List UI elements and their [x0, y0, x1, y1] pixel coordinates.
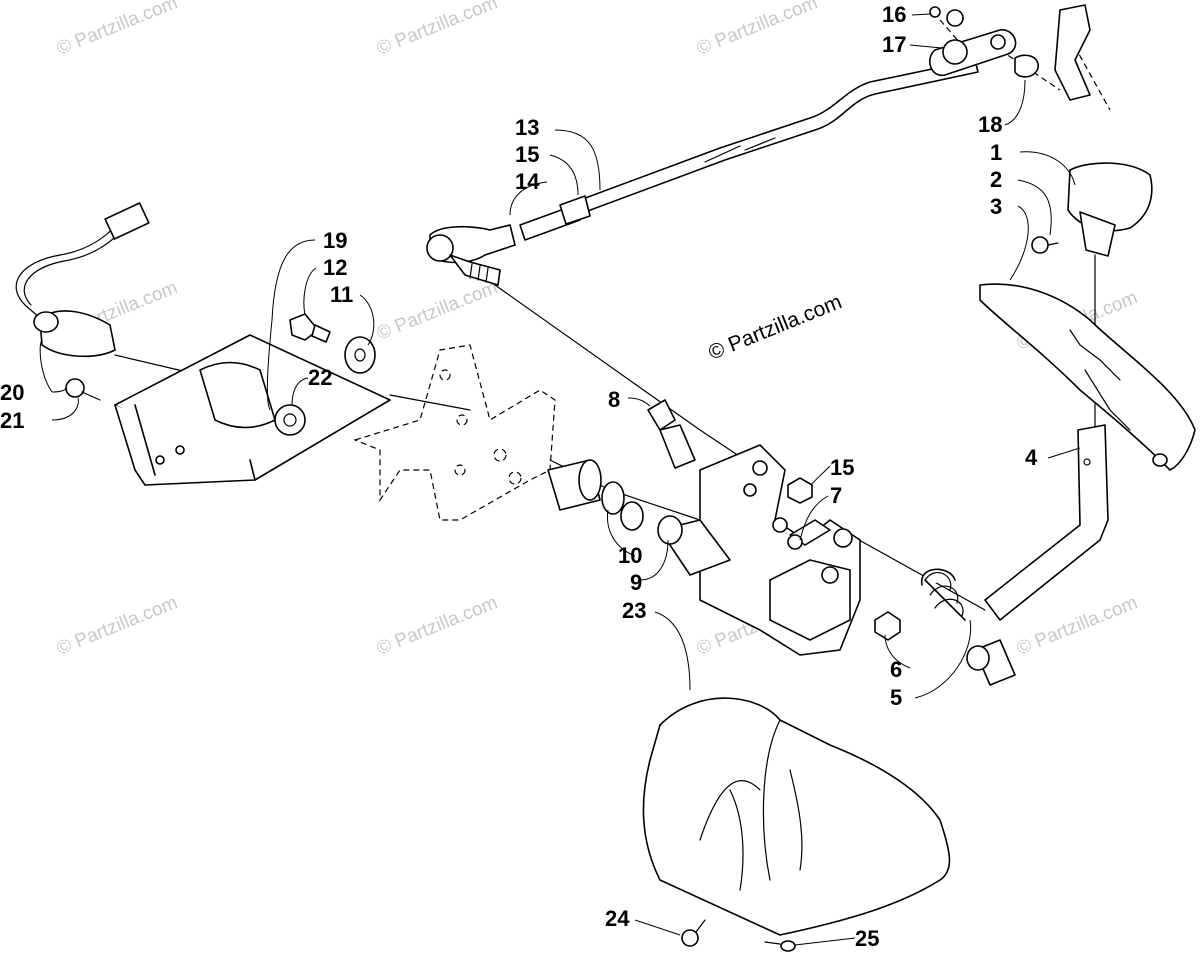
spacer: [647, 399, 696, 469]
callout-4: 4: [1025, 445, 1038, 470]
watermark: © Partzilla.com: [54, 592, 181, 659]
callout-7: 7: [830, 483, 842, 508]
pivot-shaft: [547, 459, 731, 576]
callout-14: 14: [515, 169, 540, 194]
fasteners-center: [772, 477, 901, 641]
callout-13: 13: [515, 115, 539, 140]
callout-12: 12: [323, 255, 347, 280]
callout-20: 20: [0, 380, 24, 405]
callout-21: 21: [0, 408, 24, 433]
callout-15-upper: 15: [515, 142, 539, 167]
leader-lines: [39, 13, 1081, 946]
switch-bracket: [114, 334, 391, 486]
callout-24: 24: [605, 906, 630, 931]
rod-end: [426, 195, 591, 286]
callout-16: 16: [882, 2, 906, 27]
lever-cover: [642, 697, 951, 936]
watermark: © Partzilla.com: [1014, 592, 1141, 659]
callout-2: 2: [990, 167, 1002, 192]
callout-3: 3: [990, 194, 1002, 219]
callout-18: 18: [978, 112, 1002, 137]
neutral-switch: [15, 202, 150, 358]
callout-19: 19: [323, 228, 347, 253]
watermark: © Partzilla.com: [374, 277, 501, 344]
shift-rod: [579, 29, 1017, 213]
callout-9: 9: [630, 570, 642, 595]
fasteners-left: [65, 313, 376, 436]
center-watermark: © Partzilla.com: [705, 290, 845, 364]
spring: [921, 568, 966, 621]
callout-11: 11: [330, 282, 353, 307]
ball-joint-hardware: [929, 4, 1091, 101]
shift-lever-plate: [699, 444, 861, 656]
callout-1: 1: [990, 140, 1002, 165]
watermark: © Partzilla.com: [54, 0, 181, 60]
callout-6: 6: [890, 657, 902, 682]
callout-5: 5: [890, 685, 902, 710]
callout-22: 22: [308, 365, 332, 390]
shift-boot: [979, 283, 1196, 471]
watermarks: © Partzilla.com © Partzilla.com © Partzi…: [54, 0, 1141, 660]
callout-23: 23: [622, 598, 646, 623]
screws-bottom: [681, 919, 796, 952]
callout-25: 25: [855, 926, 879, 951]
callout-8: 8: [608, 387, 620, 412]
callout-10: 10: [618, 543, 642, 568]
watermark: © Partzilla.com: [694, 0, 821, 60]
watermark: © Partzilla.com: [374, 592, 501, 659]
shift-knob: [1031, 162, 1153, 257]
callout-15-center: 15: [830, 455, 854, 480]
watermark: © Partzilla.com: [374, 0, 501, 60]
shift-lever: [966, 424, 1109, 686]
callout-labels: 1 2 3 4 5 6 7 8 9 10 11 12 13 14 15 15 1…: [0, 2, 1038, 951]
callout-17: 17: [882, 32, 906, 57]
